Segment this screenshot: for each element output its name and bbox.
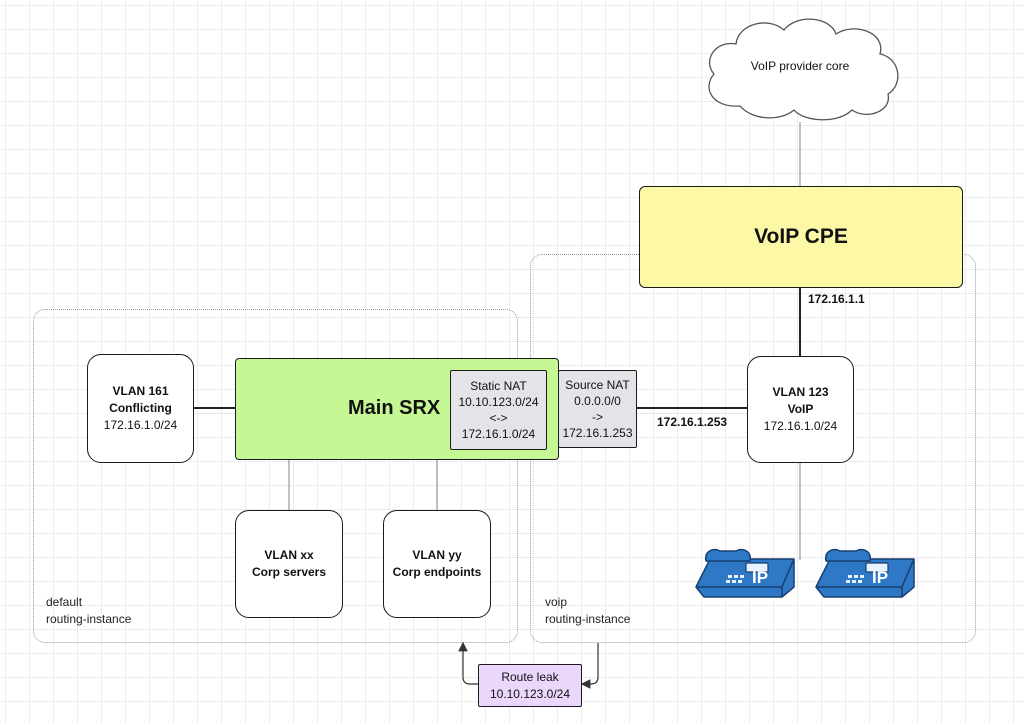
vlan-161-subnet: 172.16.1.0/24 [103, 418, 178, 432]
route-leak-arrow-right [580, 643, 599, 689]
cpe-ip-label: 172.16.1.1 [808, 292, 865, 306]
phone-icon [815, 548, 915, 598]
default-region-label: default routing-instance [46, 595, 132, 626]
vlan-123-box[interactable]: VLAN 123 VoIP 172.16.1.0/24 [747, 356, 854, 463]
vlan-123-name: VLAN 123 [772, 385, 829, 399]
static-nat-box[interactable]: Static NAT 10.10.123.0/24 <-> 172.16.1.0… [450, 370, 547, 450]
route-leak-box[interactable]: Route leak 10.10.123.0/24 [478, 664, 582, 707]
default-routing-instance-region [33, 309, 518, 643]
vlan-123-subnet: 172.16.1.0/24 [763, 419, 838, 433]
ip-phone-2: IP [814, 543, 918, 601]
vlan-yy-role: Corp endpoints [392, 565, 482, 579]
vlan-161-role: Conflicting [109, 401, 172, 415]
route-leak-prefix: 10.10.123.0/24 [489, 686, 571, 701]
vlan-xx-role: Corp servers [251, 565, 327, 579]
phone-ip-badge: IP [752, 568, 769, 587]
voip-cpe-box[interactable]: VoIP CPE [639, 186, 963, 288]
voip-region-label: voip routing-instance [545, 595, 631, 626]
phone-icon [695, 548, 795, 598]
ip-phone-1: IP [694, 543, 798, 601]
vlan-161-name: VLAN 161 [112, 384, 169, 398]
vlan-xx-box[interactable]: VLAN xx Corp servers [235, 510, 343, 618]
route-leak-title: Route leak [501, 669, 559, 684]
cloud-icon [708, 18, 899, 121]
srx-link-ip-label: 172.16.1.253 [657, 415, 728, 429]
voip-cpe-label: VoIP CPE [754, 225, 848, 248]
vlan-yy-box[interactable]: VLAN yy Corp endpoints [383, 510, 491, 618]
vlan-xx-name: VLAN xx [264, 548, 314, 562]
main-srx-label: Main SRX [348, 397, 441, 419]
phone-ip-badge: IP [872, 568, 889, 587]
route-leak-arrow-left [458, 641, 478, 685]
vlan-yy-name: VLAN yy [412, 548, 462, 562]
vlan-123-role: VoIP [787, 402, 814, 416]
source-nat-box[interactable]: Source NAT 0.0.0.0/0 -> 172.16.1.253 [558, 370, 637, 448]
vlan-161-box[interactable]: VLAN 161 Conflicting 172.16.1.0/24 [87, 354, 194, 463]
cloud-label: VoIP provider core [750, 59, 850, 73]
